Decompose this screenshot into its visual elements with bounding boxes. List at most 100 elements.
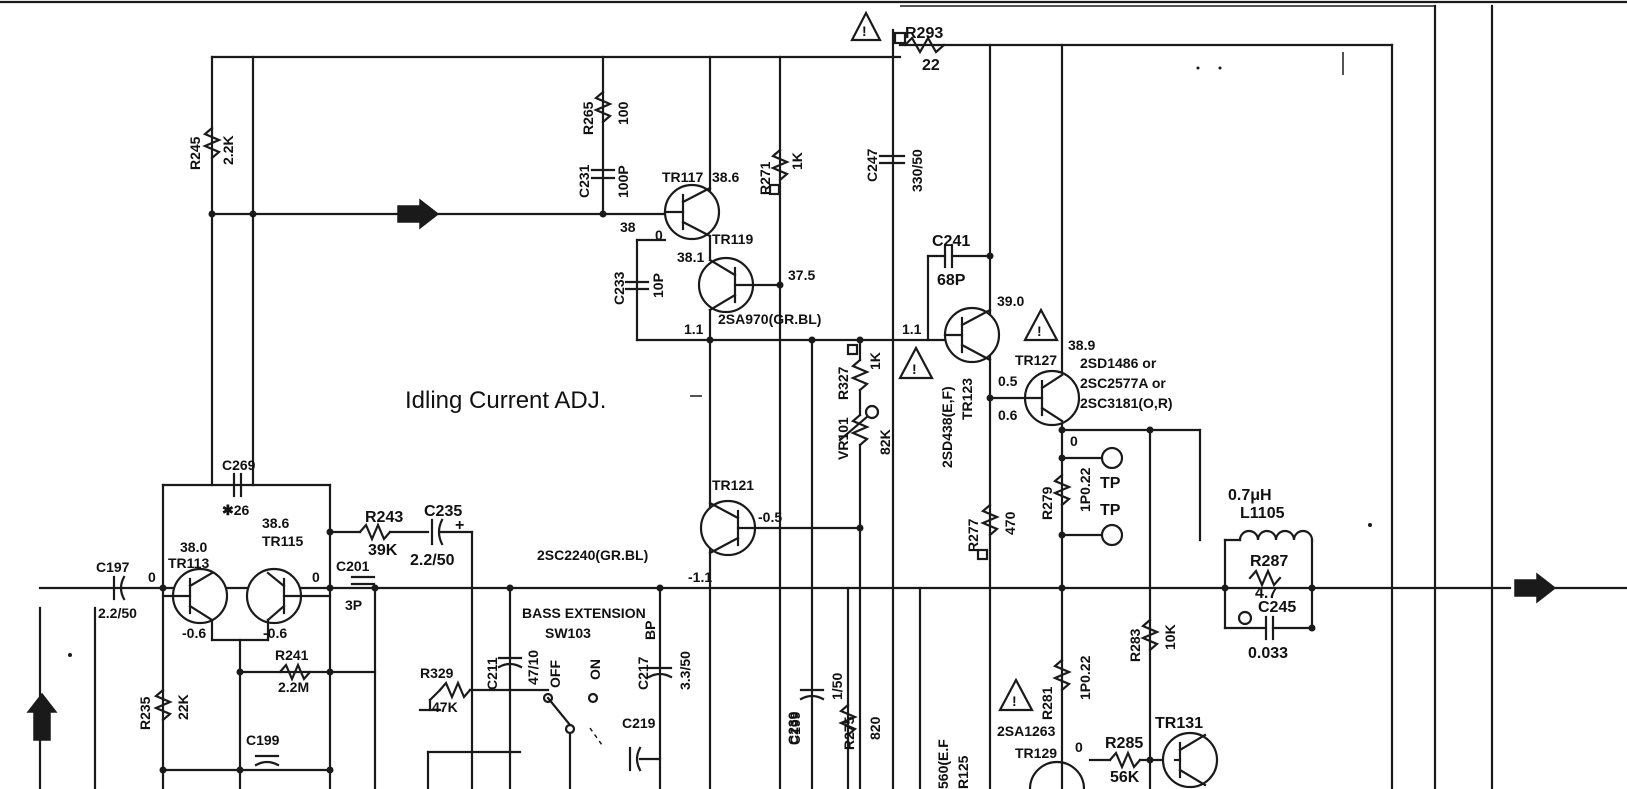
warning-icon: !	[898, 345, 934, 380]
c233-value: 10P	[650, 273, 666, 298]
tr115-voltage: 38.6	[262, 515, 289, 531]
transistor-tr121: TR121 -0.5 -1.1 2SC2240(GR.BL)	[537, 477, 864, 585]
c269-value: ✱26	[222, 502, 250, 518]
transistor-tr131: TR131	[1155, 715, 1219, 789]
svg-text:0.5: 0.5	[998, 373, 1018, 389]
potentiometer-vr101: VR101 82K	[835, 388, 893, 789]
svg-text:0: 0	[312, 569, 320, 585]
r327-value: 1K	[867, 352, 883, 370]
c247-ref: C247	[864, 148, 880, 182]
tr113-ref: TR113	[168, 555, 209, 571]
switch-name: BASS EXTENSION	[522, 605, 646, 621]
left-input-arrow	[26, 653, 72, 741]
r279-value: 1P0.22	[1077, 467, 1093, 512]
transistor-tr117: TR117 38.6 38 0	[620, 169, 739, 243]
tr131-ref: TR131	[1155, 715, 1203, 732]
r275-value: 1/50	[829, 673, 845, 700]
transistor-tr123: 39.0 2SD438(E,F) TR123	[939, 293, 1024, 468]
capacitor-c239: C199 C239	[785, 688, 825, 745]
r329-value: 47K	[432, 699, 458, 715]
input-signal	[208, 198, 667, 230]
resistor-r281: R281 1P0.22	[1039, 655, 1093, 720]
r275b-value: 820	[867, 716, 883, 740]
transistor-tr125: 560(E.F R125	[918, 586, 971, 789]
svg-text:2SC3181(O,R): 2SC3181(O,R)	[1080, 395, 1173, 411]
l1105-ref: L1105	[1240, 505, 1285, 522]
c217b-value: 3.3/50	[677, 651, 693, 690]
c211-value: 47/10	[525, 650, 541, 685]
r287-value: 4.7	[1255, 585, 1277, 602]
tr125-type: 560(E.F	[935, 739, 951, 789]
r283-value: 10K	[1162, 624, 1178, 650]
r285-value: 56K	[1110, 769, 1140, 786]
svg-text:!: !	[912, 361, 917, 377]
c241-value: 68P	[937, 272, 966, 289]
capacitor-c235: C235 2.2/50 +	[410, 503, 474, 789]
resistor-r327: R327 1K	[835, 338, 883, 400]
r293-value: 22	[922, 57, 940, 74]
c201-value: 3P	[345, 597, 362, 613]
noise-marks	[1196, 52, 1372, 527]
svg-text:!: !	[1012, 693, 1017, 709]
c197-ref: C197	[96, 559, 130, 575]
r241-ref: R241	[275, 647, 309, 663]
capacitor-c247: C247 330/50	[864, 148, 925, 192]
r283-ref: R283	[1127, 628, 1143, 662]
warning-icon: !	[1023, 307, 1059, 342]
capacitor-c219: C219	[622, 715, 662, 772]
resistor-r293: R293 22	[893, 25, 946, 74]
voltage-label: 0	[148, 569, 156, 585]
capacitor-c269: C269 ✱26	[222, 457, 256, 518]
tr127-ref: TR127	[1015, 352, 1057, 368]
r265-ref: R265	[580, 101, 596, 135]
svg-text:-0.5: -0.5	[758, 509, 782, 525]
c231-ref: C231	[576, 164, 592, 198]
warning-icon: !	[998, 677, 1034, 712]
transistor-tr119: TR119 38.1 37.5 2SA970(GR.BL) 1.1	[677, 231, 821, 789]
test-points: TP TP	[1058, 446, 1124, 547]
transistor-tr115: 38.6 TR115 -0.6 0	[245, 515, 332, 642]
c197-value: 2.2/50	[98, 605, 137, 621]
r271-value: 1K	[789, 152, 805, 170]
c239-ref: C199	[787, 711, 803, 745]
svg-text:0: 0	[1075, 739, 1083, 755]
tr115-ref: TR115	[262, 533, 303, 549]
r327-ref: R327	[835, 366, 851, 400]
r235-value: 22K	[175, 694, 191, 720]
svg-text:+: +	[455, 517, 464, 534]
l1105-value: 0.7μH	[1228, 487, 1272, 504]
resistor-r287: R287 4.7	[1248, 553, 1288, 602]
switch-ref: SW103	[545, 625, 591, 641]
r277-ref: R277	[965, 518, 981, 552]
switch-on: ON	[587, 659, 603, 680]
capacitor-c199: C199	[159, 732, 334, 774]
bass-extension-switch: BASS EXTENSION SW103 OFF ON	[522, 605, 646, 789]
r271-ref: R271	[757, 161, 773, 195]
svg-text:38: 38	[620, 219, 636, 235]
transistor-tr129: 2SA1263 TR129 0	[997, 723, 1086, 789]
capacitor-c217: C217 BP 3.3/50	[635, 584, 693, 789]
c235-ref: C235	[424, 503, 462, 520]
capacitor-c241: C241 68P	[926, 233, 994, 342]
vr101-value: 82K	[877, 429, 893, 455]
r293-ref: R293	[905, 25, 943, 42]
capacitor-c245: C245 0.033	[1223, 599, 1316, 662]
tp2-label: TP	[1100, 502, 1121, 519]
transistor-tr127: TR127 38.9 0.5 0.6 0 2SD1486 or 2SC2577A…	[986, 337, 1173, 449]
svg-text:-0.6: -0.6	[263, 625, 287, 641]
transistor-tr113: 38.0 TR113 -0.6	[161, 539, 270, 642]
resistor-r235: R235 22K	[137, 688, 191, 730]
resistor-r241: R241 2.2M	[275, 647, 312, 695]
c245-value: 0.033	[1248, 645, 1288, 662]
svg-text:1.1: 1.1	[684, 321, 704, 337]
tr119-ref: TR119	[712, 231, 753, 247]
resistor-r285: R285 56K	[1088, 735, 1177, 786]
svg-text:0: 0	[655, 227, 663, 243]
tr121-type: 2SC2240(GR.BL)	[537, 547, 648, 563]
vertical-rails	[38, 43, 1064, 789]
resistor-r283: R283 10K	[1127, 618, 1178, 662]
output-branch	[1058, 426, 1202, 789]
svg-text:2SC2577A or: 2SC2577A or	[1080, 375, 1166, 391]
vr101-ref: VR101	[835, 417, 851, 460]
